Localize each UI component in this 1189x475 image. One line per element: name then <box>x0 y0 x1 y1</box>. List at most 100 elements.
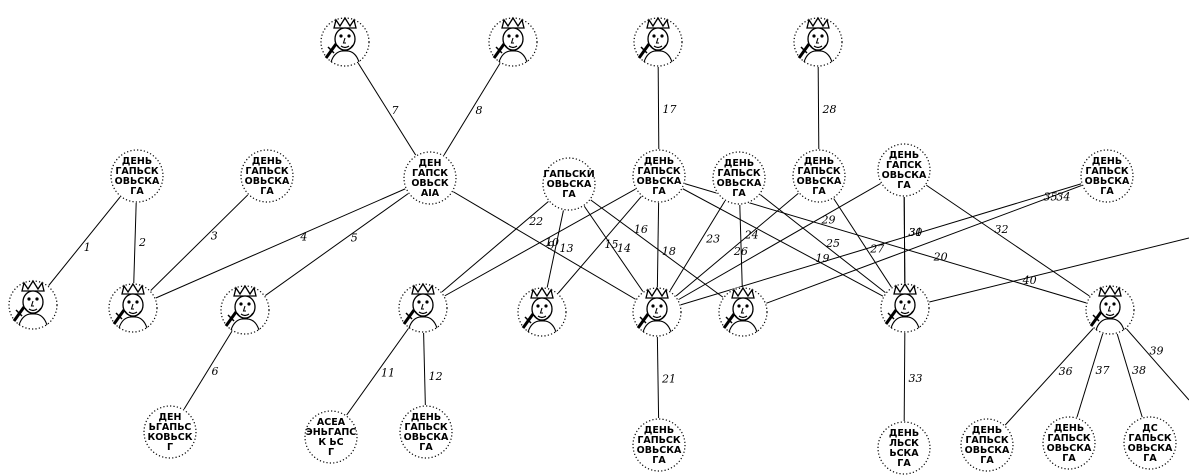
inscription-line: ОВЬСК <box>411 178 449 189</box>
inscription-line: ГА <box>980 455 994 466</box>
die-link-9: 9 <box>429 177 658 313</box>
inscription-line: АСЕА <box>317 417 346 428</box>
inscription-line: ДЕН <box>159 412 182 423</box>
king-with-sword-icon <box>637 16 673 63</box>
die-link-25: 25 <box>738 177 906 309</box>
inscription-line: ГАПЬСК <box>245 166 289 177</box>
die-link-line <box>132 175 268 309</box>
inscription-line: ГАПЬСК <box>965 435 1009 446</box>
reverse-coin <box>517 286 567 337</box>
inscription-line: ГА <box>897 180 911 191</box>
die-link-label: 15 <box>605 238 619 251</box>
inscription-line: ЭНЬГАПС <box>306 427 357 438</box>
inscription-line: ГА <box>260 186 274 197</box>
inscription-line: ДС <box>1142 423 1157 434</box>
die-link-1: 1 <box>32 175 138 306</box>
inscription-line: ГАПЬСКИ <box>543 169 594 180</box>
inscription-line: ДЕНЬ <box>724 158 754 169</box>
coin-background <box>632 418 686 472</box>
coin-background <box>632 149 686 203</box>
inscription-line: ОВЬСКА <box>965 445 1010 456</box>
coin-rim <box>1042 416 1096 470</box>
die-link-line <box>656 175 820 313</box>
die-link-label: 17 <box>663 103 677 116</box>
die-link-label: 25 <box>825 237 840 250</box>
coin-rim <box>542 157 596 211</box>
inscription-line: АІА <box>421 188 440 199</box>
inscription-line: ОВЬСКА <box>115 176 160 187</box>
die-link-line <box>986 309 1111 446</box>
die-link-40: 40 <box>904 237 1189 309</box>
die-link-line <box>903 169 1111 311</box>
die-link-29: 29 <box>656 169 905 313</box>
king-with-sword-icon <box>1089 284 1125 331</box>
coin-rim <box>877 143 931 197</box>
die-link-34: 34 <box>742 175 1108 313</box>
die-link-label: 11 <box>381 367 395 380</box>
die-link-19: 19 <box>658 175 906 309</box>
die-link-label: 5 <box>351 231 358 244</box>
inscription-line: ДЕНЬ <box>122 156 152 167</box>
reverse-coin <box>1085 284 1135 335</box>
inscription-line: ГАПЬСК <box>637 435 681 446</box>
inscription-line: ДЕНЬ <box>644 425 674 436</box>
king-with-sword-icon <box>492 16 528 63</box>
die-link-label: 1 <box>84 241 91 254</box>
inscription-line: Г <box>167 442 173 453</box>
king-with-sword-icon <box>12 279 48 326</box>
inscription-line: ГА <box>652 186 666 197</box>
inscription-line: ЬГАПЬС <box>149 422 192 433</box>
reverse-coin <box>320 16 370 67</box>
inscription-line: ДЕНЬ <box>889 428 919 439</box>
die-link-label: 21 <box>661 373 676 386</box>
die-link-label: 4 <box>299 231 307 244</box>
king-with-sword-icon <box>722 286 758 333</box>
reverse-coin <box>108 282 158 333</box>
die-link-label: 16 <box>634 223 648 236</box>
inscription-line: ДЕНЬ <box>972 425 1002 436</box>
inscription-line: ДЕНЬ <box>252 156 282 167</box>
inscription-line: ГАПЬСК <box>717 168 761 179</box>
inscription-line: ГА <box>562 189 576 200</box>
die-link-line <box>244 177 431 311</box>
inscription-line: ГАПЬСК <box>1047 433 1091 444</box>
inscription-line: ГА <box>1062 453 1076 464</box>
inscription-line: ГА <box>1100 186 1114 197</box>
die-link-line <box>541 175 660 313</box>
inscription-line: ГАПСК <box>412 168 448 179</box>
coin-background <box>399 405 453 459</box>
inscription-line: ГАПСК <box>886 160 922 171</box>
inscription-line: ГАПЬСК <box>1085 166 1129 177</box>
coin-background <box>1123 416 1177 470</box>
coin-rim <box>712 151 766 205</box>
coin-background <box>240 149 294 203</box>
coin-background <box>110 149 164 203</box>
inscription-line: ГА <box>130 186 144 197</box>
die-link-line <box>656 175 1108 313</box>
die-link-line <box>742 175 1108 313</box>
inscription-line: ОВЬСКА <box>797 176 842 187</box>
king-with-sword-icon <box>636 286 672 333</box>
die-link-line <box>429 177 658 313</box>
inscription-line: ДЕН <box>419 158 442 169</box>
die-link-label: 13 <box>560 242 574 255</box>
die-link-label: 20 <box>933 250 948 263</box>
die-link-line <box>32 175 138 306</box>
die-link-label: 14 <box>617 242 631 255</box>
reverse-coin <box>488 16 538 67</box>
coin-rim <box>110 149 164 203</box>
inscription-line: К ЬС <box>318 437 343 448</box>
inscription-line: ОВЬСКА <box>882 170 927 181</box>
die-link-label: 8 <box>476 104 483 117</box>
die-link-22: 22 <box>422 183 570 309</box>
